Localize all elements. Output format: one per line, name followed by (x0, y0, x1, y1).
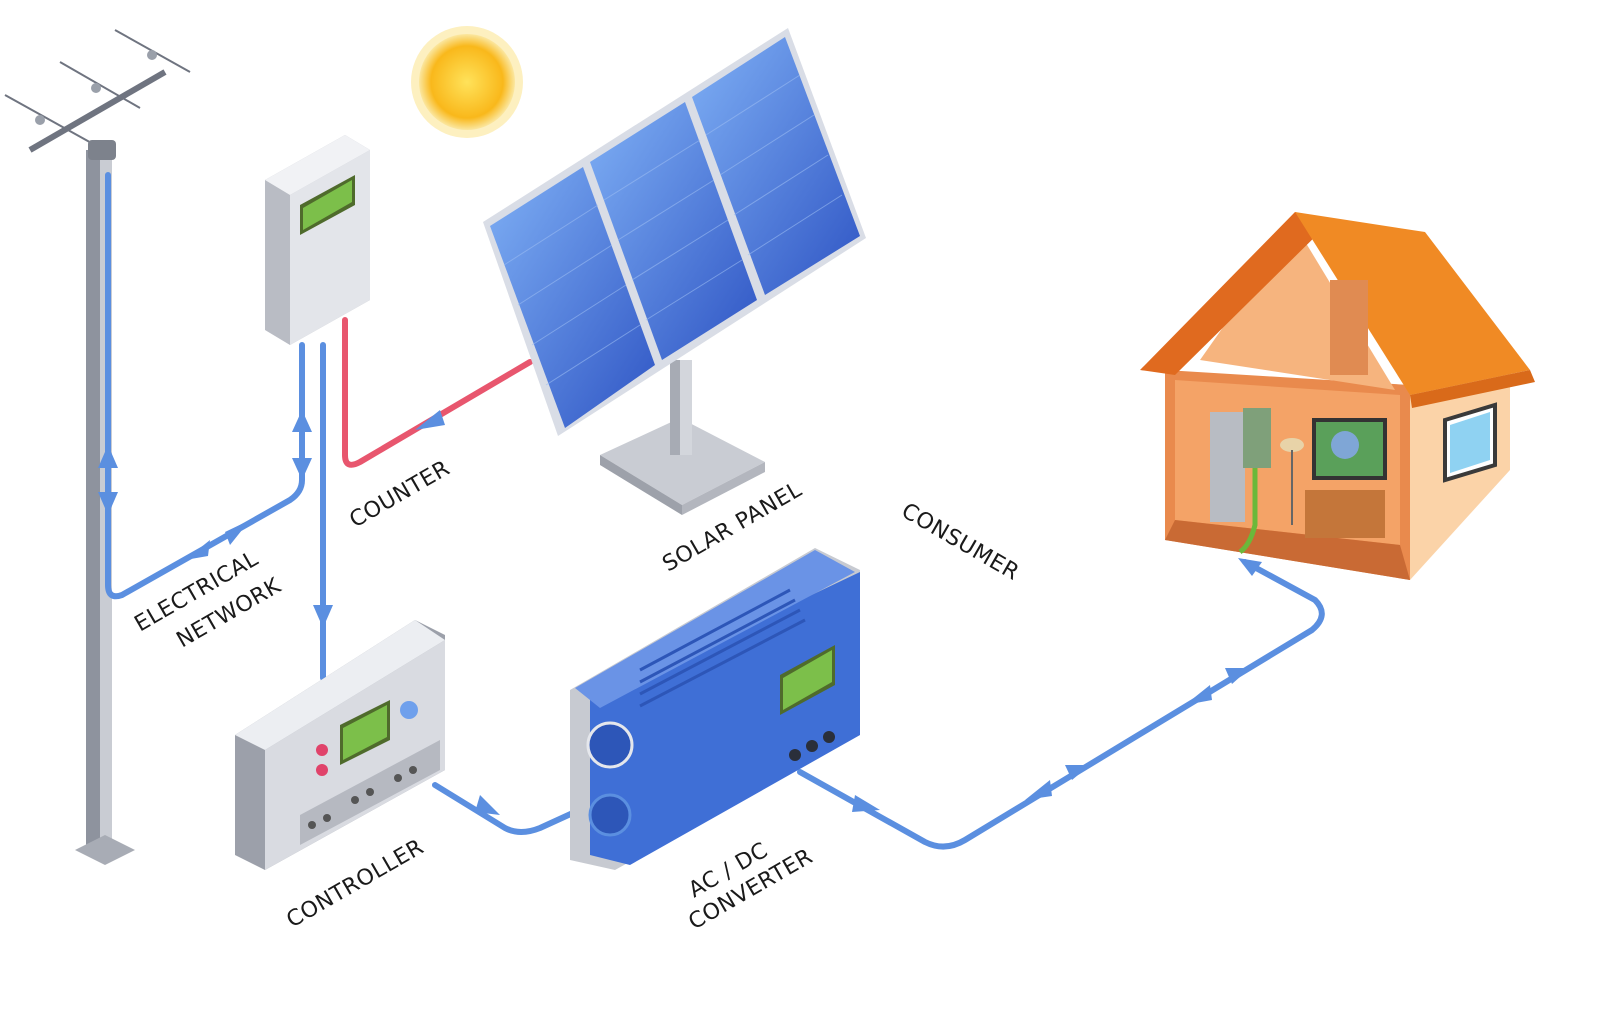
controller-screen (343, 705, 387, 760)
wires (98, 172, 1325, 850)
solar-panel-module (490, 167, 655, 428)
solar-panel-module (590, 102, 757, 360)
label-controller: CONTROLLER (283, 835, 429, 934)
solar-panel (483, 28, 866, 515)
distribution-box (1243, 408, 1271, 468)
fan-icon (586, 721, 634, 769)
utility-pole (4, 29, 191, 865)
wire-converter-consumer (797, 559, 1325, 850)
sun-icon (411, 26, 523, 138)
wire-solar-counter (342, 317, 533, 468)
wire-controller-converter (432, 782, 578, 835)
counter-screen (303, 180, 352, 230)
consumer-house (1140, 212, 1535, 580)
counter-meter (265, 135, 370, 345)
flow-arrows (98, 410, 1262, 815)
label-consumer: CONSUMER (897, 499, 1023, 586)
ac-dc-converter (570, 548, 860, 870)
charge-controller (235, 620, 445, 870)
solar-panel-module (692, 37, 860, 295)
fridge-icon (1210, 412, 1245, 522)
fan-icon (588, 793, 632, 837)
label-counter: COUNTER (346, 456, 455, 533)
converter-screen (783, 650, 832, 710)
